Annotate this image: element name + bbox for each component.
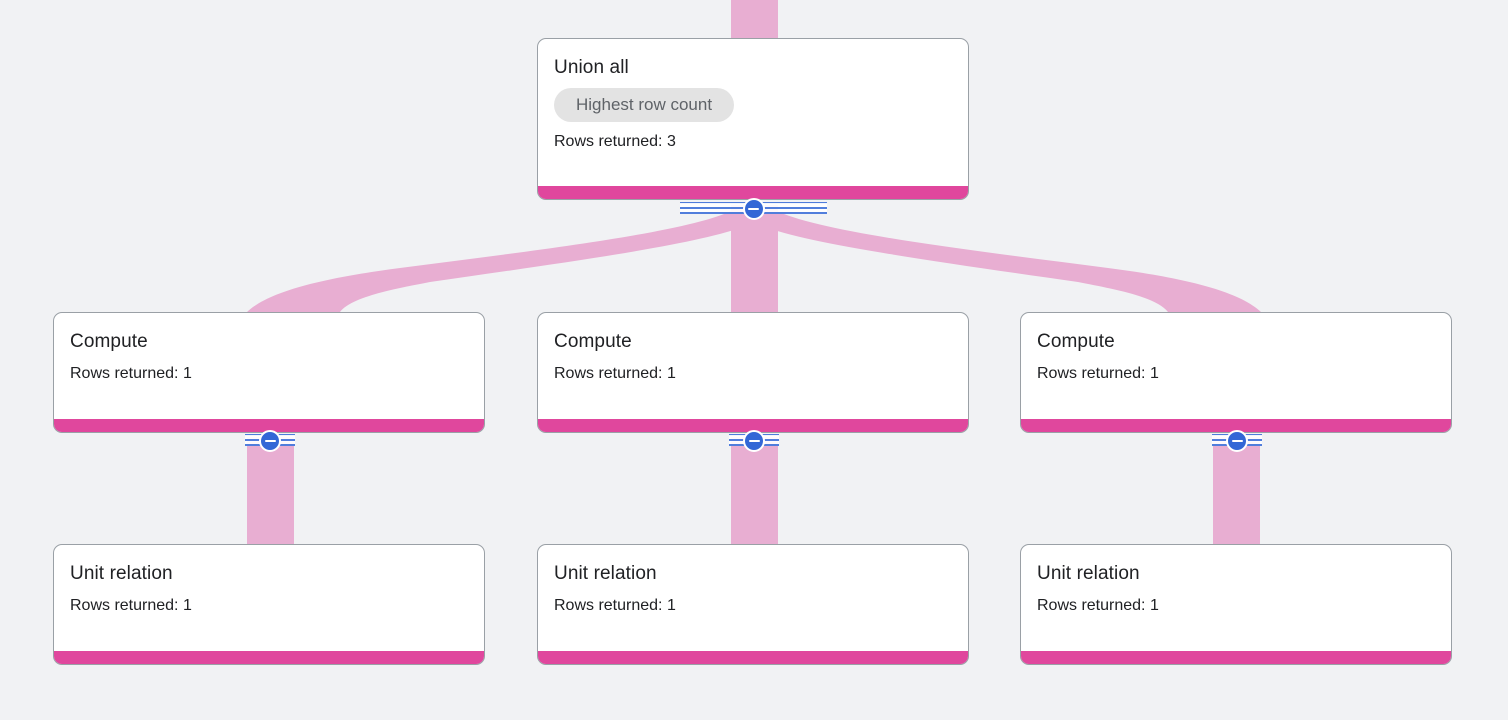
edge-union-to-compute-left [247, 210, 745, 324]
plan-node-badge-row: Highest row count [554, 88, 952, 122]
plan-node-accent-bar [1021, 651, 1451, 664]
minus-glyph [1231, 439, 1243, 443]
edge-incoming-top [731, 0, 778, 40]
plan-node-title: Compute [554, 331, 632, 352]
minus-glyph [748, 207, 759, 211]
plan-node-rows-returned: Rows returned: 1 [1037, 597, 1159, 614]
plan-node-title: Compute [1037, 331, 1115, 352]
edge-union-to-compute-right [763, 210, 1261, 324]
plan-node-title: Unit relation [554, 563, 657, 584]
plan-node-rows-returned: Rows returned: 1 [1037, 365, 1159, 382]
minus-circle-icon[interactable] [1226, 430, 1248, 452]
plan-node-accent-bar [54, 651, 484, 664]
collapse-toggle-compute-right[interactable] [1212, 430, 1262, 452]
edge-compute-middle-to-unit-middle [731, 437, 778, 544]
highest-row-count-badge: Highest row count [554, 88, 735, 122]
minus-glyph [264, 439, 276, 443]
minus-circle-icon[interactable] [743, 430, 765, 452]
plan-node-title: Unit relation [70, 563, 173, 584]
plan-node-accent-bar [538, 186, 968, 199]
plan-node-title: Union all [554, 57, 629, 78]
plan-node-rows-returned: Rows returned: 1 [70, 597, 192, 614]
plan-node-accent-bar [54, 419, 484, 432]
plan-node-rows-returned: Rows returned: 1 [554, 597, 676, 614]
minus-circle-icon[interactable] [259, 430, 281, 452]
plan-node-rows-returned: Rows returned: 1 [554, 365, 676, 382]
edge-compute-right-to-unit-right [1213, 437, 1260, 544]
plan-node-accent-bar [538, 419, 968, 432]
plan-node-rows-returned: Rows returned: 3 [554, 133, 676, 150]
minus-circle-icon[interactable] [742, 198, 765, 220]
edge-compute-left-to-unit-left [247, 437, 294, 544]
edge-union-to-compute-middle [731, 205, 778, 312]
plan-node-accent-bar [1021, 419, 1451, 432]
collapse-toggle-union-all[interactable] [680, 198, 827, 220]
minus-glyph [748, 439, 760, 443]
plan-node-title: Compute [70, 331, 148, 352]
collapse-toggle-compute-middle[interactable] [729, 430, 779, 452]
plan-node-accent-bar [538, 651, 968, 664]
plan-node-rows-returned: Rows returned: 1 [70, 365, 192, 382]
plan-node-title: Unit relation [1037, 563, 1140, 584]
collapse-toggle-compute-left[interactable] [245, 430, 295, 452]
